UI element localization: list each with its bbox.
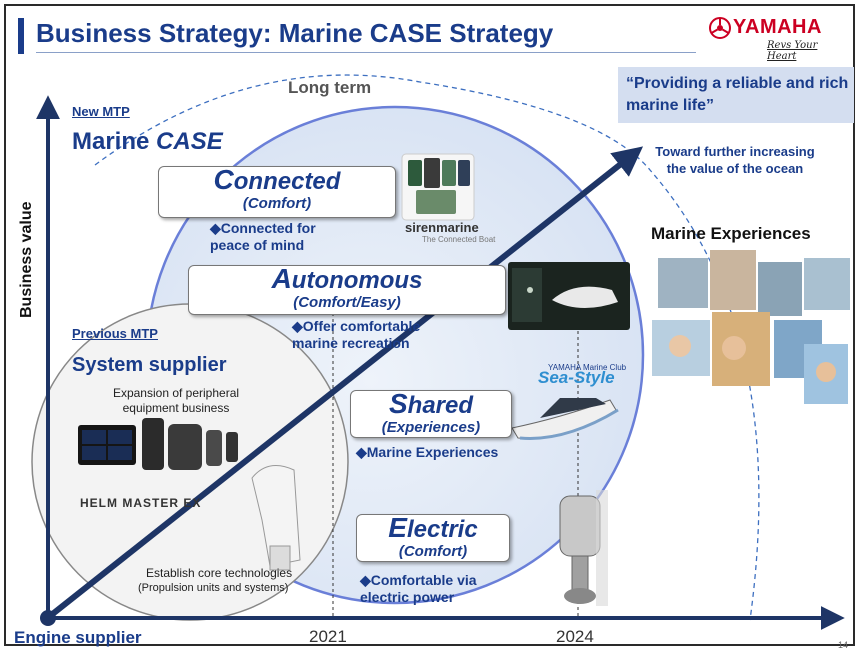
yamaha-tagline: Revs Your Heart (767, 40, 818, 62)
x-tick-2021: 2021 (309, 627, 347, 646)
connected-app-image (401, 153, 475, 221)
peripheral-equipment-image (78, 418, 238, 470)
new-mtp-label: New MTP (72, 104, 130, 119)
y-axis-label: Business value (18, 201, 35, 319)
shared-initial: S (388, 388, 408, 419)
yamaha-logo: YAMAHA Revs Your Heart (705, 16, 847, 62)
quote-box: “Providing a reliable and rich marine li… (618, 67, 854, 123)
growth-arrow (48, 146, 644, 619)
autonomous-boat-image (508, 262, 630, 330)
origin-dot (40, 610, 56, 626)
x-tick-2024: 2024 (556, 627, 594, 646)
tuning-fork-emblem-icon (709, 17, 731, 39)
connected-initial: C (213, 164, 234, 195)
expansion-text: Expansion of peripheral equipment busine… (112, 386, 240, 415)
sea-style-club-label: YAMAHA Marine Club (548, 363, 627, 372)
long-term-dashed-arc (94, 74, 760, 621)
origin-label: Engine supplier (14, 628, 142, 647)
quote-text: “Providing a reliable and rich marine li… (626, 75, 849, 114)
shared-rest: hared (407, 392, 474, 419)
system-supplier-heading: System supplier (72, 354, 227, 376)
connected-sub: (Comfort) (242, 195, 312, 212)
electric-rest: lectric (406, 516, 478, 543)
shared-card: Shared (Experiences) (350, 390, 512, 438)
slide-title: Business Strategy: Marine CASE Strategy (36, 18, 554, 48)
yamaha-wordmark: YAMAHA (733, 16, 822, 38)
electric-sub: (Comfort) (398, 543, 468, 560)
propulsion-text: (Propulsion units and systems) (138, 582, 289, 594)
autonomous-bullet: ◆Offer comfortable marine recreation (292, 318, 421, 351)
autonomous-sub: (Comfort/Easy) (293, 294, 401, 311)
autonomous-rest: utonomous (291, 267, 423, 294)
marine-case-heading-italic: CASE (156, 128, 223, 155)
toward-value-text: Toward further increasing the value of t… (655, 144, 815, 176)
autonomous-card: Autonomous (Comfort/Easy) (188, 265, 506, 315)
electric-card: Electric (Comfort) (356, 514, 510, 562)
connected-card: Connected (Comfort) (158, 166, 396, 218)
core-tech-text: Establish core technologies (146, 566, 293, 580)
marine-case-heading-prefix: Marine (72, 128, 157, 155)
connected-bullet: ◆Connected for peace of mind (210, 220, 316, 253)
shared-bullet: ◆Marine Experiences (356, 444, 499, 460)
siren-marine-tag: The Connected Boat (422, 235, 496, 244)
electric-outboard-image (559, 490, 608, 606)
marine-experiences-photos (652, 250, 850, 404)
previous-mtp-label: Previous MTP (72, 326, 158, 341)
marine-case-heading: Marine CASE (72, 128, 223, 156)
page-number: 14 (838, 640, 849, 650)
title-accent-bar (18, 18, 24, 54)
electric-initial: E (388, 512, 407, 543)
title-underline (36, 52, 696, 53)
connected-rest: onnected (233, 168, 341, 195)
marine-experiences-label: Marine Experiences (651, 224, 811, 243)
helm-master-logo: HELM MASTER EX (80, 496, 202, 510)
siren-marine-logo: sirenmarine (405, 220, 479, 235)
slide-frame (4, 4, 855, 646)
shared-yacht-image (511, 398, 619, 440)
long-term-label: Long term (288, 78, 372, 97)
sea-style-logo: Sea-Style (538, 368, 615, 387)
autonomous-initial: A (271, 263, 292, 294)
electric-bullet: ◆Comfortable via electric power (360, 572, 477, 605)
outboard-engine-image (251, 465, 301, 571)
shared-sub: (Experiences) (381, 419, 481, 436)
